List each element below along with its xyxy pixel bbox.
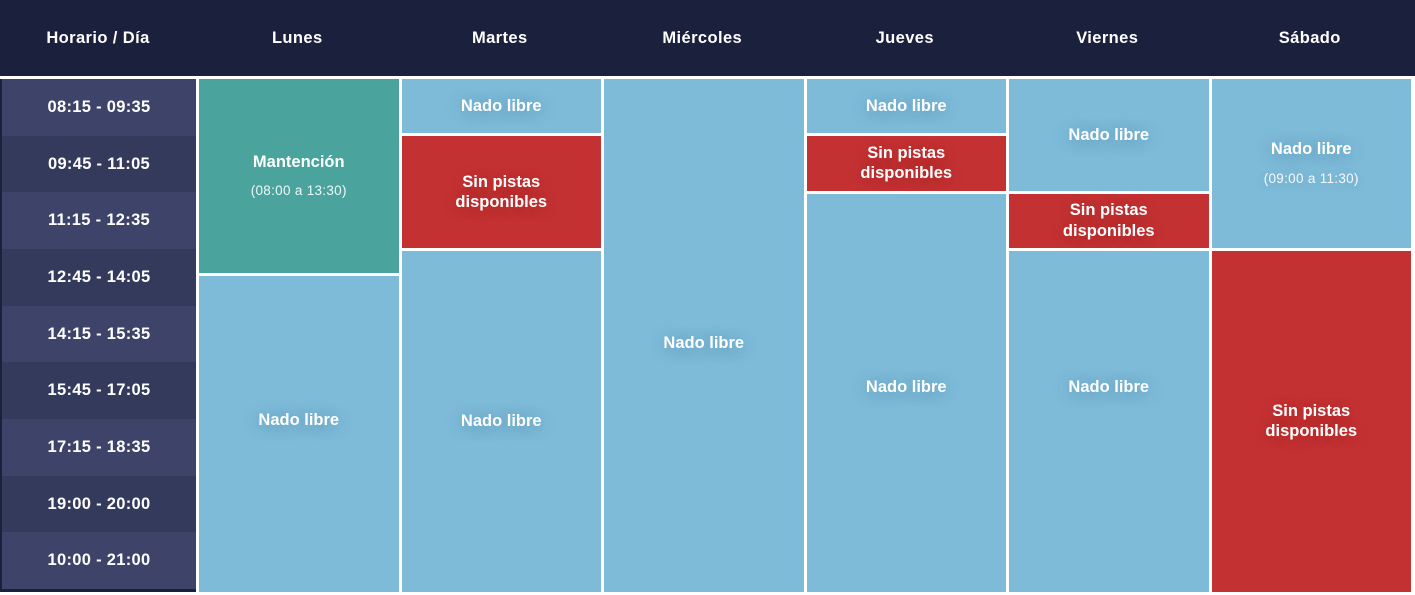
cell-label: Nado libre <box>1270 140 1352 159</box>
schedule-header: Horario / Día Lunes Martes Miércoles Jue… <box>0 0 1415 76</box>
time-slot-1: 08:15 - 09:35 <box>2 79 196 136</box>
cell-miercoles-nado-libre: Nado libre <box>604 79 804 592</box>
cell-label: Sin pistas disponibles <box>455 172 548 212</box>
cell-label: Nado libre <box>1068 125 1150 144</box>
cell-viernes-sin-pistas: Sin pistas disponibles <box>1009 193 1209 248</box>
header-cell-lunes: Lunes <box>271 28 323 47</box>
cell-label: Nado libre <box>1068 378 1150 397</box>
schedule-grid: 08:15 - 09:35 09:45 - 11:05 11:15 - 12:3… <box>0 79 1411 592</box>
cell-martes-sin-pistas: Sin pistas disponibles <box>401 136 601 248</box>
time-slot-3: 11:15 - 12:35 <box>2 192 196 250</box>
time-slot-9: 10:00 - 21:00 <box>2 532 196 590</box>
cell-sublabel: (08:00 a 13:30) <box>250 183 347 199</box>
header-cell-martes: Martes <box>471 28 528 47</box>
cell-sabado-sin-pistas: Sin pistas disponibles <box>1211 250 1411 592</box>
header-cell-viernes: Viernes <box>1076 28 1139 47</box>
cell-sublabel: (09:00 a 11:30) <box>1263 170 1359 186</box>
time-slot-8: 19:00 - 20:00 <box>2 475 196 533</box>
cell-viernes-nado-libre-manana: Nado libre <box>1009 79 1209 191</box>
cell-martes-nado-libre-manana: Nado libre <box>401 79 601 134</box>
time-slot-4: 12:45 - 14:05 <box>2 249 196 306</box>
cell-label: Nado libre <box>865 378 947 397</box>
cell-martes-nado-libre: Nado libre <box>401 250 601 592</box>
header-cell-horario-dia: Horario / Día <box>46 28 150 47</box>
cell-lunes-mantencion: Mantención (08:00 a 13:30) <box>199 79 399 273</box>
time-slot-6: 15:45 - 17:05 <box>2 362 196 420</box>
time-slot-7: 17:15 - 18:35 <box>2 419 196 476</box>
cell-jueves-sin-pistas: Sin pistas disponibles <box>806 136 1006 191</box>
header-cell-miercoles: Miércoles <box>662 28 743 47</box>
cell-label: Mantención <box>252 152 345 171</box>
cell-sabado-nado-libre: Nado libre (09:00 a 11:30) <box>1211 79 1411 248</box>
cell-label: Nado libre <box>460 412 542 431</box>
cell-lunes-nado-libre: Nado libre <box>199 276 399 592</box>
cell-label: Nado libre <box>663 333 745 352</box>
time-slot-2: 09:45 - 11:05 <box>2 135 196 193</box>
header-cell-sabado: Sábado <box>1278 28 1341 47</box>
header-cell-jueves: Jueves <box>875 28 934 47</box>
cell-label: Nado libre <box>258 410 340 429</box>
cell-label: Nado libre <box>865 96 947 115</box>
cell-label: Nado libre <box>460 96 542 115</box>
time-slot-5: 14:15 - 15:35 <box>2 305 196 363</box>
column-lunes: Mantención (08:00 a 13:30) Nado libre <box>199 79 399 592</box>
time-column: 08:15 - 09:35 09:45 - 11:05 11:15 - 12:3… <box>0 79 196 592</box>
cell-label: Sin pistas disponibles <box>1062 201 1155 240</box>
cell-jueves-nado-libre-manana: Nado libre <box>806 79 1006 134</box>
cell-jueves-nado-libre: Nado libre <box>806 193 1006 592</box>
cell-label: Sin pistas disponibles <box>860 143 953 183</box>
cell-viernes-nado-libre: Nado libre <box>1009 250 1209 592</box>
cell-label: Sin pistas disponibles <box>1265 401 1358 441</box>
